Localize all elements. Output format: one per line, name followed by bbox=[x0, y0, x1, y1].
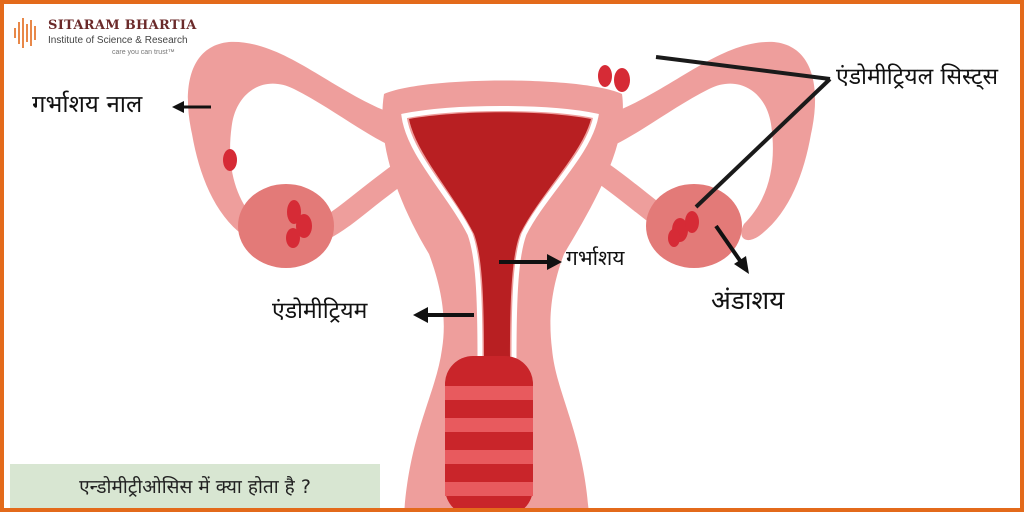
canal-stripe bbox=[445, 482, 533, 496]
lesion bbox=[598, 65, 612, 87]
label-endometrium: एंडोमीट्रियम bbox=[272, 298, 368, 324]
pointer-line-cyst-ovary bbox=[694, 77, 832, 209]
lesion bbox=[614, 68, 630, 92]
pointer-line-cyst-top bbox=[655, 55, 831, 81]
lesion bbox=[223, 149, 237, 171]
uterine-cavity bbox=[409, 112, 591, 359]
label-fallopian-tube: गर्भाशय नाल bbox=[32, 90, 143, 118]
uterus-diagram bbox=[172, 41, 832, 508]
brand-logo: SITARAM BHARTIA Institute of Science & R… bbox=[12, 14, 202, 62]
endometrium-outline bbox=[401, 106, 599, 362]
left-ovarian-ligament bbox=[318, 165, 406, 239]
lesion bbox=[668, 229, 680, 247]
left-ovary bbox=[238, 184, 334, 268]
question-text: एन्डोमीट्रीओसिस में क्या होता है ? bbox=[79, 476, 311, 498]
right-fallopian-tube bbox=[594, 41, 816, 241]
label-endometrial-cysts: एंडोमीट्रियल सिस्ट्स bbox=[836, 64, 999, 90]
canal-stripe bbox=[445, 418, 533, 432]
label-ovary: अंडाशय bbox=[711, 286, 785, 316]
lesion bbox=[287, 200, 301, 224]
logo-waves-icon bbox=[14, 18, 36, 48]
brand-subtitle: Institute of Science & Research bbox=[48, 35, 188, 46]
left-fallopian-tube bbox=[187, 41, 409, 241]
lesion bbox=[286, 228, 300, 248]
brand-tagline: care you can trust™ bbox=[112, 49, 175, 56]
question-banner: एन्डोमीट्रीओसिस में क्या होता है ? bbox=[10, 464, 380, 508]
arrow-endometrium bbox=[413, 307, 474, 323]
lesion bbox=[296, 214, 312, 238]
label-uterus: गर्भाशय bbox=[566, 246, 625, 270]
arrow-uterus bbox=[499, 254, 562, 270]
canal-stripe bbox=[445, 386, 533, 400]
canal-stripe bbox=[445, 450, 533, 464]
arrow-fallopian-tube bbox=[172, 101, 211, 113]
arrow-ovary bbox=[714, 224, 749, 274]
lesion bbox=[685, 211, 699, 233]
brand-name: SITARAM BHARTIA bbox=[48, 18, 197, 33]
